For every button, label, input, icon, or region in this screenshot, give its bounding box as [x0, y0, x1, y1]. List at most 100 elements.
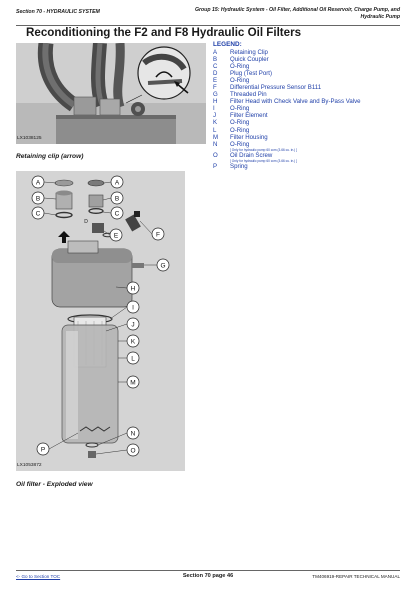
- legend-description: Oil Drain Screw[ Only for hydraulic pump…: [230, 152, 403, 163]
- callout-c-right: C: [115, 210, 120, 217]
- callout-c: C: [36, 210, 41, 217]
- header-divider: [16, 25, 400, 26]
- legend-letter: I: [213, 105, 215, 113]
- legend-letter: G: [213, 91, 218, 99]
- legend-description: Differential Pressure Sensor B111: [230, 84, 403, 91]
- legend-description-text: O-Ring: [230, 140, 250, 148]
- callout-f: F: [156, 231, 160, 238]
- legend-description: O-Ring: [230, 77, 403, 84]
- legend-note: [ Only for hydraulic pump 60 ccm (3.66 c…: [230, 158, 297, 163]
- legend-item: I O-Ring: [213, 105, 403, 112]
- legend-description-text: Quick Coupler: [230, 55, 269, 63]
- callout-letters: A B C A B C E F G H I J K L M N O P D: [36, 179, 166, 454]
- legend-description-text: Differential Pressure Sensor B111: [230, 83, 322, 91]
- legend-description-text: O-Ring: [230, 76, 250, 84]
- legend-description-text: O-Ring: [230, 119, 250, 127]
- leader-lines: [43, 181, 157, 455]
- callout-g: G: [160, 262, 165, 269]
- legend-description: Quick Coupler: [230, 56, 403, 63]
- legend-letter: H: [213, 98, 218, 106]
- footer-divider: [16, 570, 400, 571]
- exploded-view-figure: A B C A B C E F G H I J K L M N O P D LX…: [16, 171, 185, 471]
- legend-item: J Filter Element: [213, 112, 403, 119]
- section-toc-link[interactable]: <- Go to Section TOC: [16, 574, 61, 579]
- legend-item: H Filter Head with Check Valve and By-Pas…: [213, 98, 403, 105]
- legend-item: P Spring: [213, 163, 403, 170]
- page-number: Section 70 page 46: [182, 573, 234, 579]
- legend-item: G Threaded Pin: [213, 91, 403, 98]
- legend-description-text: O-Ring: [230, 105, 250, 113]
- legend-description: Retaining Clip: [230, 49, 403, 56]
- legend-item: L O-Ring: [213, 127, 403, 134]
- callout-l: L: [131, 355, 135, 362]
- legend-letter: O: [213, 151, 218, 159]
- callout-b-right: B: [115, 195, 119, 202]
- legend-description-text: Filter Head with Check Valve and By-Pass…: [230, 98, 361, 106]
- legend-item: C O-Ring: [213, 63, 403, 70]
- legend-item: K O-Ring: [213, 119, 403, 126]
- legend-description-text: Filter Housing: [230, 133, 268, 141]
- legend-letter: E: [213, 76, 218, 84]
- legend-description-text: O-Ring: [230, 126, 250, 134]
- legend-letter: C: [213, 62, 218, 70]
- legend-description: O-Ring: [230, 63, 403, 70]
- callout-m: M: [130, 379, 135, 386]
- callout-a-right: A: [115, 179, 120, 186]
- section-header: Section 70 - HYDRAULIC SYSTEM: [16, 9, 100, 15]
- legend-letter: P: [213, 162, 218, 170]
- legend-letter: M: [213, 133, 219, 141]
- legend-description: Plug (Test Port): [230, 70, 403, 77]
- legend-letter: K: [213, 119, 218, 127]
- legend-note: [ Only for hydraulic pump 60 ccm (3.66 c…: [230, 147, 297, 152]
- legend-item: O Oil Drain Screw[ Only for hydraulic pum…: [213, 152, 403, 163]
- callout-k: K: [131, 338, 136, 345]
- legend-description: O-Ring[ Only for hydraulic pump 60 ccm (…: [230, 141, 403, 152]
- callout-j: J: [131, 321, 134, 328]
- legend-letter: J: [213, 112, 217, 120]
- legend-description: O-Ring: [230, 105, 403, 112]
- legend-description: Filter Housing: [230, 134, 403, 141]
- callout-o: O: [130, 447, 135, 454]
- legend-item: E O-Ring: [213, 77, 403, 84]
- legend-description-text: Spring: [230, 162, 248, 170]
- legend-item: B Quick Coupler: [213, 56, 403, 63]
- callout-p: P: [41, 446, 45, 453]
- legend-description-text: Plug (Test Port): [230, 69, 272, 77]
- legend-letter: D: [213, 69, 218, 77]
- legend-letter: N: [213, 140, 218, 148]
- legend-letter: B: [213, 55, 218, 63]
- legend-description-text: Retaining Clip: [230, 48, 268, 56]
- callout-b: B: [36, 195, 40, 202]
- legend-description: Threaded Pin: [230, 91, 403, 98]
- legend-description: Spring: [230, 163, 403, 170]
- legend-description: Filter Head with Check Valve and By-Pass…: [230, 98, 403, 105]
- legend-letter: L: [213, 126, 217, 134]
- figure1-label: LX1038125: [17, 136, 42, 141]
- legend-description-text: Threaded Pin: [230, 91, 267, 99]
- manual-name: TM406919-REPAIR TECHNICAL MANUAL: [312, 574, 400, 579]
- legend-item: M Filter Housing: [213, 134, 403, 141]
- callout-e: E: [114, 232, 119, 239]
- callout-d: D: [84, 219, 88, 225]
- exploded-view-illustration: A B C A B C E F G H I J K L M N O P D: [16, 171, 185, 471]
- page-title: Reconditioning the F2 and F8 Hydraulic O…: [26, 26, 302, 39]
- figure2-caption: Oil filter - Exploded view: [16, 481, 93, 488]
- legend-item: A Retaining Clip: [213, 49, 403, 56]
- callout-i: I: [132, 304, 134, 311]
- legend-description: O-Ring: [230, 127, 403, 134]
- group-header: Group 15: Hydraulic System - Oil Filter,…: [194, 7, 400, 20]
- legend-letter: F: [213, 83, 217, 91]
- legend-letter: A: [213, 48, 218, 56]
- legend-description: O-Ring: [230, 119, 403, 126]
- legend-title: LEGEND:: [213, 41, 242, 48]
- figure2-label: LX1053872: [17, 463, 42, 468]
- callout-n: N: [131, 430, 136, 437]
- retaining-clip-illustration: [16, 43, 206, 144]
- legend-item: D Plug (Test Port): [213, 70, 403, 77]
- legend-description-text: O-Ring: [230, 62, 250, 70]
- legend-description-text: Oil Drain Screw: [230, 151, 273, 159]
- legend-item: F Differential Pressure Sensor B111: [213, 84, 403, 91]
- callout-h: H: [131, 285, 136, 292]
- legend-description: Filter Element: [230, 112, 403, 119]
